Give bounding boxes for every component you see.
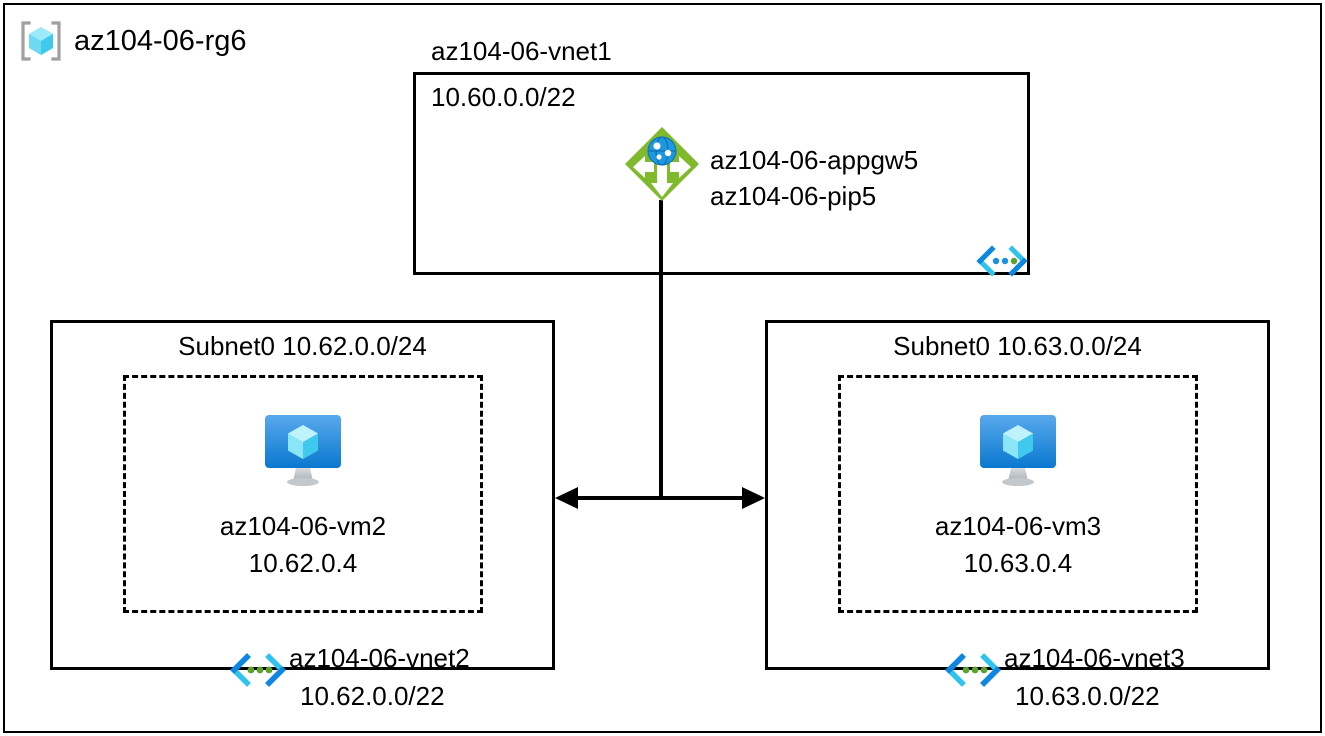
resource-group-cube-icon [21,21,61,61]
virtual-network-icon [976,245,1028,277]
left-vm-ip: 10.62.0.4 [248,548,358,578]
left-subnet-dashed-boundary [123,375,483,613]
resource-group-header: az104-06-rg6 [18,18,247,64]
right-vm-labels: az104-06-vm3 10.63.0.4 [838,508,1198,582]
application-gateway-labels: az104-06-appgw5 az104-06-pip5 [710,142,918,214]
vnet1-cidr: 10.60.0.0/22 [431,82,576,112]
left-vm-labels: az104-06-vm2 10.62.0.4 [123,508,483,582]
left-subnet-title: Subnet0 10.62.0.0/24 [178,331,427,361]
vnet3-name: az104-06-vnet3 [1004,643,1185,673]
vnet2-name: az104-06-vnet2 [289,643,470,673]
right-subnet-dashed-boundary [838,375,1198,613]
vnet1-name: az104-06-vnet1 [431,36,612,66]
virtual-network-icon [230,653,286,687]
resource-group-name: az104-06-rg6 [74,24,247,57]
virtual-machine-icon [265,415,341,486]
vnet3-cidr: 10.63.0.0/22 [1015,681,1160,711]
vnet2-box [50,320,555,670]
right-vm-ip: 10.63.0.4 [963,548,1073,578]
vnet3-box [765,320,1270,670]
vnet1-box [413,72,1030,275]
right-subnet-title: Subnet0 10.63.0.0/24 [893,331,1142,361]
virtual-machine-icon [980,415,1056,486]
vnet2-cidr: 10.62.0.0/22 [300,681,445,711]
right-vm-name: az104-06-vm3 [934,511,1102,541]
appgw-public-ip: az104-06-pip5 [710,181,877,211]
virtual-network-icon [945,653,1001,687]
left-vm-name: az104-06-vm2 [219,511,387,541]
appgw-name: az104-06-appgw5 [710,145,919,175]
page-frame [3,3,1322,733]
application-gateway-icon [625,127,699,201]
